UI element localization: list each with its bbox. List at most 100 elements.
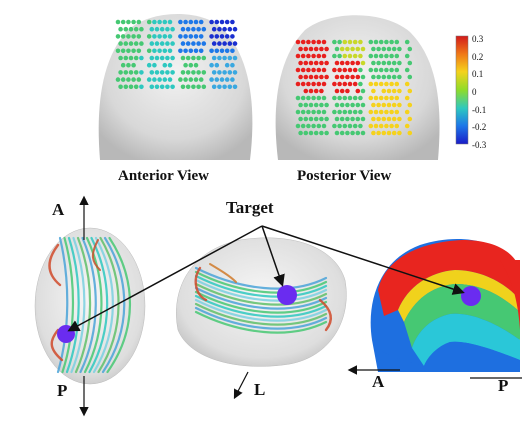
electrode-dot — [193, 62, 199, 68]
electrode-dot — [324, 116, 329, 122]
side-view-target-marker — [277, 285, 297, 305]
electrode-dot — [350, 60, 355, 66]
electrode-dot — [378, 123, 384, 129]
electrode-dot — [196, 84, 201, 90]
fiber-tract — [88, 236, 109, 374]
electrode-dot — [295, 109, 301, 115]
side-view-fibers — [194, 263, 332, 334]
electrode-dot — [154, 26, 160, 32]
electrode-dot — [123, 26, 129, 32]
electrode-dot — [196, 70, 201, 75]
electrode-dot — [350, 130, 355, 136]
electrode-dot — [332, 109, 337, 115]
electrode-dot — [311, 95, 316, 101]
electrode-dot — [347, 95, 353, 101]
electrode-dot — [384, 81, 389, 87]
electrode-dot — [306, 95, 311, 101]
electrode-dot — [378, 81, 384, 87]
electrode-dot — [316, 39, 322, 45]
electrode-dot — [298, 60, 303, 66]
colorbar-tick-label: 0.2 — [472, 51, 484, 62]
electrode-dot — [371, 46, 376, 52]
electrode-dot — [339, 74, 345, 80]
electrode-dot — [219, 48, 225, 54]
electrode-dot — [300, 81, 306, 87]
electrode-dot — [360, 60, 366, 66]
electrode-dot — [313, 130, 319, 136]
electrode-dot — [191, 41, 196, 46]
electrode-dot — [378, 39, 384, 45]
electrode-dot — [123, 55, 129, 61]
electrode-dot — [136, 34, 142, 39]
electrode-dot — [162, 34, 168, 39]
electrode-dot — [139, 41, 144, 46]
electrode-dot — [126, 62, 131, 68]
electrode-dot — [183, 19, 188, 25]
electrode-dot — [224, 62, 230, 68]
electrode-dot — [303, 88, 309, 94]
electrode-dot — [394, 123, 400, 129]
electrode-dot — [358, 81, 363, 87]
electrode-dot — [407, 130, 413, 136]
electrode-dot — [324, 102, 329, 108]
electrode-dot — [152, 77, 157, 82]
electrode-dot — [337, 109, 342, 115]
electrode-dot — [295, 53, 301, 59]
colorbar-tick-label: -0.3 — [472, 140, 487, 150]
electrode-dot — [360, 74, 366, 80]
electrode-dot — [303, 60, 309, 66]
electrode-dot — [308, 130, 314, 136]
electrode-dot — [217, 55, 222, 61]
electrode-dot — [308, 102, 314, 108]
electrode-dot — [404, 67, 410, 73]
electrode-dot — [128, 70, 134, 75]
electrode-dot — [311, 67, 316, 73]
electrode-dot — [386, 116, 392, 122]
electrode-dot — [193, 34, 199, 39]
electrode-dot — [217, 70, 222, 75]
electrode-dot — [136, 19, 142, 25]
electrode-dot — [391, 116, 397, 122]
electrode-dot — [198, 19, 204, 25]
electrode-dot — [384, 95, 389, 101]
electrode-dot — [152, 62, 157, 68]
axis-label-anterior-top: A — [52, 200, 65, 219]
electrode-dot — [185, 70, 191, 75]
electrode-dot — [183, 62, 188, 68]
electrode-dot — [180, 26, 186, 32]
fiber-tract — [194, 286, 328, 310]
electrode-dot — [211, 84, 217, 90]
electrode-dot — [198, 48, 204, 54]
electrode-dot — [209, 34, 214, 39]
electrode-dot — [227, 84, 233, 90]
electrode-dot — [350, 116, 355, 122]
electrode-dot — [188, 77, 194, 82]
electrode-dot — [224, 48, 230, 54]
electrode-dot — [170, 26, 175, 32]
electrode-dot — [311, 53, 316, 59]
electrode-dot — [332, 39, 337, 45]
electrode-dot — [118, 55, 123, 61]
electrode-dot — [311, 81, 316, 87]
electrode-dot — [394, 109, 400, 115]
electrode-dot — [384, 67, 389, 73]
electrode-dot — [407, 102, 413, 108]
electrode-dot — [222, 41, 227, 46]
electrode-dot — [219, 19, 225, 25]
electrode-dot — [298, 46, 303, 52]
electrode-dot — [334, 88, 340, 94]
electrode-dot — [394, 95, 400, 101]
fiber-tract — [194, 282, 328, 306]
electrode-dot — [188, 62, 194, 68]
electrode-dot — [313, 60, 319, 66]
electrode-dot — [313, 88, 319, 94]
electrode-dot — [404, 53, 410, 59]
electrode-dot — [308, 88, 314, 94]
electrode-dot — [165, 55, 170, 61]
electrode-dot — [337, 123, 342, 129]
electrode-dot — [397, 130, 402, 136]
electrode-dot — [295, 67, 301, 73]
electrode-dot — [360, 88, 366, 94]
lateral-arrow — [233, 371, 249, 400]
